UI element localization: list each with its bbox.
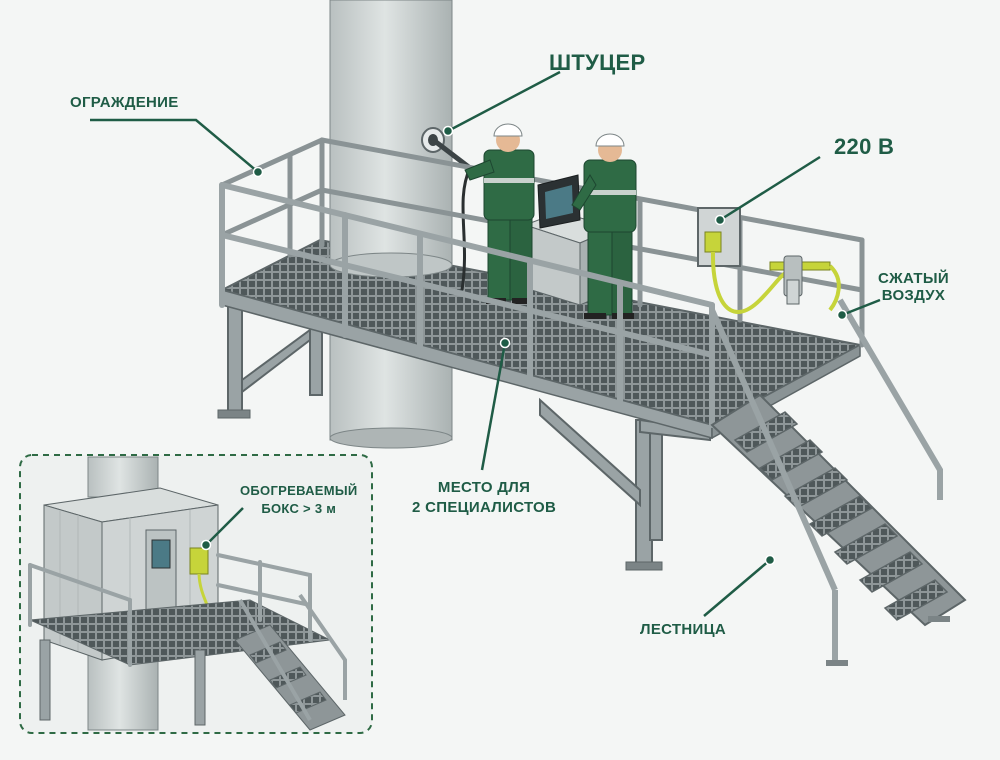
label-heated-box: ОБОГРЕВАЕМЫЙ БОКС > 3 м [240, 482, 358, 518]
callout-leaders [90, 70, 881, 617]
worker-2 [571, 133, 637, 319]
label-heated-box-line1: ОБОГРЕВАЕМЫЙ [240, 483, 358, 498]
label-ladder: ЛЕСТНИЦА [640, 621, 726, 638]
callout-dots [200, 125, 848, 566]
label-workplace-line1: МЕСТО ДЛЯ [437, 479, 531, 496]
label-heated-box-line2: БОКС > 3 м [261, 501, 337, 516]
label-air-line1: СЖАТЫЙ [878, 270, 949, 287]
railing-front [219, 182, 715, 428]
label-air-line2: ВОЗДУХ [881, 287, 946, 304]
air-regulator [769, 255, 841, 312]
label-fence: ОГРАЖДЕНИЕ [70, 94, 179, 111]
stair [709, 298, 967, 666]
label-workplace: МЕСТО ДЛЯ 2 СПЕЦИАЛИСТОВ [412, 478, 556, 518]
inset-panel [19, 454, 373, 734]
worker-1 [464, 123, 535, 304]
label-fitting: ШТУЦЕР [549, 50, 646, 75]
label-workplace-line2: 2 СПЕЦИАЛИСТОВ [412, 499, 557, 516]
label-compressed-air: СЖАТЫЙ ВОЗДУХ [878, 270, 949, 304]
label-power: 220 В [834, 134, 895, 159]
